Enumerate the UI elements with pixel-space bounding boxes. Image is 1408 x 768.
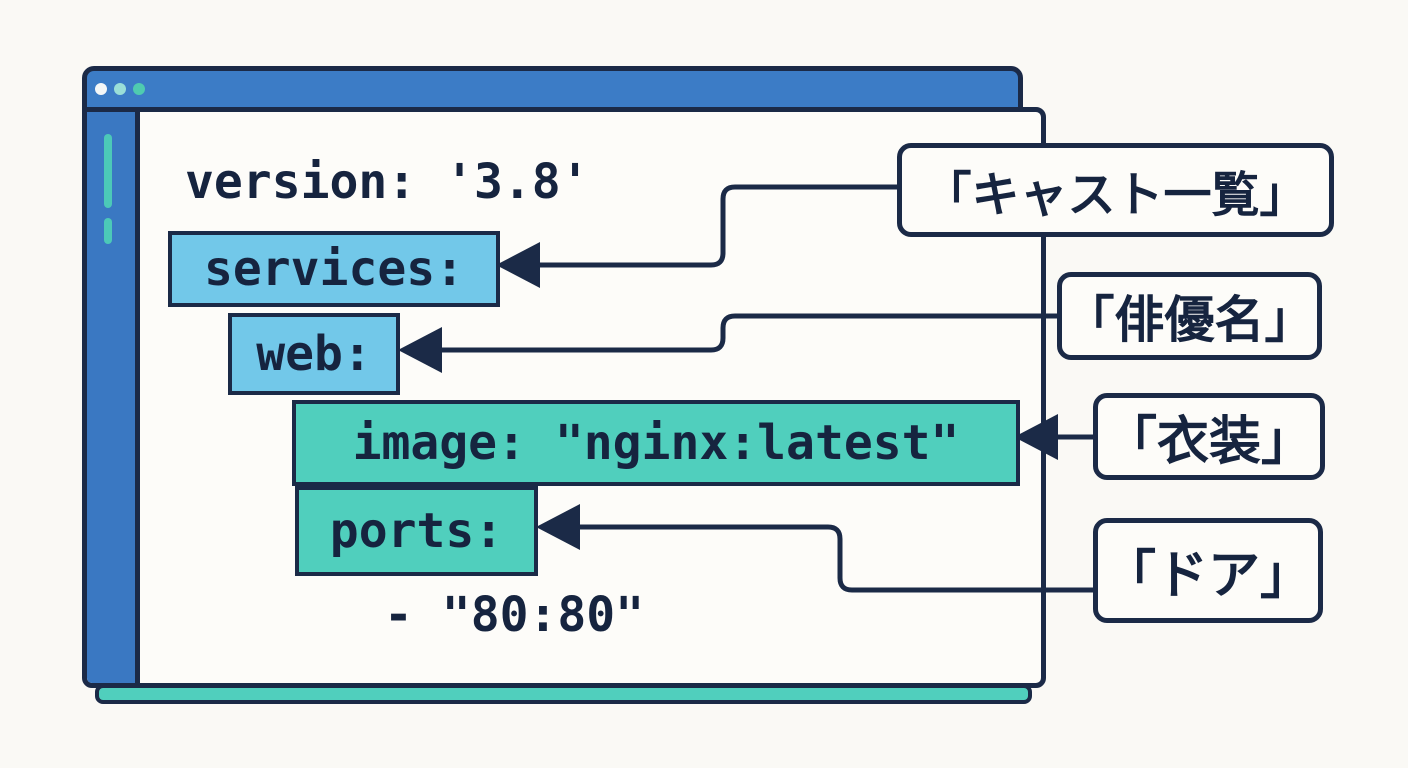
window-titlebar bbox=[82, 66, 1023, 112]
window-control-dot-teal-icon bbox=[133, 83, 145, 95]
code-highlight-image: image: "nginx:latest" bbox=[292, 400, 1020, 486]
connector-actor-to-web bbox=[439, 313, 1066, 353]
code-highlight-web: web: bbox=[228, 313, 400, 395]
code-ports-value-text: - "80:80" bbox=[384, 587, 645, 643]
annotation-costume: 「衣装」 bbox=[1093, 393, 1325, 480]
annotation-cast-list-text: 「キャスト一覧」 bbox=[923, 167, 1308, 223]
code-web-text: web: bbox=[256, 326, 372, 382]
annotation-cast-list: 「キャスト一覧」 bbox=[897, 143, 1334, 237]
annotation-costume-text: 「衣装」 bbox=[1104, 412, 1313, 472]
connector-door-to-ports bbox=[577, 524, 1099, 593]
code-line-ports-value: - "80:80" bbox=[384, 580, 644, 650]
arrowhead-image-icon bbox=[1014, 414, 1058, 460]
arrowhead-ports-icon bbox=[536, 504, 580, 550]
window-control-dot-mint-icon bbox=[114, 83, 126, 95]
code-highlight-services: services: bbox=[168, 231, 500, 307]
editor-sidebar bbox=[87, 112, 140, 683]
sidebar-accent-pill-long bbox=[104, 134, 112, 208]
annotation-door-text: 「ドア」 bbox=[1103, 546, 1312, 606]
arrowhead-services-icon bbox=[496, 242, 540, 288]
window-control-dot-white-icon bbox=[95, 83, 107, 95]
connector-cast-to-services bbox=[537, 184, 900, 268]
code-ports-text: ports: bbox=[329, 503, 504, 559]
code-line-version: version: '3.8' bbox=[185, 147, 590, 217]
code-highlight-ports: ports: bbox=[295, 486, 538, 576]
annotation-door: 「ドア」 bbox=[1093, 518, 1323, 623]
code-services-text: services: bbox=[203, 241, 465, 297]
sidebar-accent-pill-short bbox=[104, 218, 112, 244]
arrowhead-web-icon bbox=[398, 327, 442, 373]
annotation-actor-name: 「俳優名」 bbox=[1057, 272, 1322, 360]
annotation-actor-name-text: 「俳優名」 bbox=[1064, 291, 1315, 349]
code-version-text: version: '3.8' bbox=[185, 154, 590, 210]
code-image-text: image: "nginx:latest" bbox=[352, 415, 960, 471]
